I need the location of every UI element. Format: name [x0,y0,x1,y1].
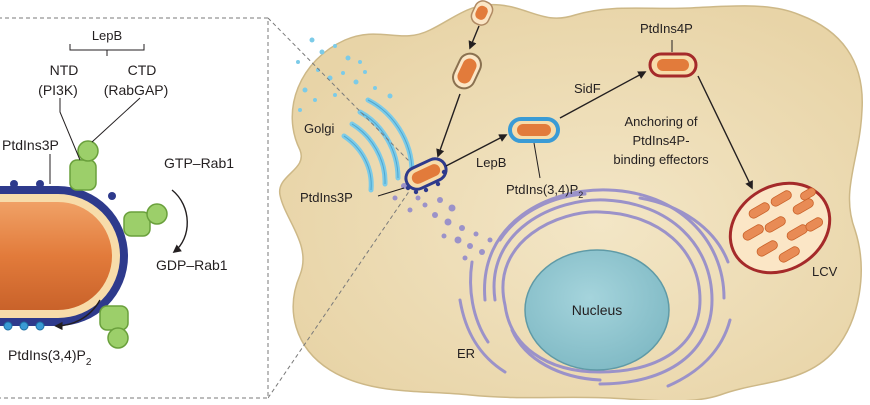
inset-ptdins3p-label: PtdIns3P [2,137,59,153]
inset-lepb-protein-right [123,203,168,237]
er-vesicles [392,183,493,261]
inset-lepb-label: LepB [92,28,122,43]
er-label: ER [457,346,475,361]
inset-gtp-rab1-label: GTP–Rab1 [164,155,234,171]
inset-ntd-label: NTD [50,62,79,78]
cell-ptdins34p2-sub: 2 [578,190,583,200]
inset-pi3k-label: (PI3K) [38,82,78,98]
inset-bacterium [0,186,128,326]
cell-sidf-label: SidF [574,81,601,96]
legionella-containing-vacuole [728,181,832,275]
cell-ptdins34p2-main: PtdIns(3,4)P [506,182,578,197]
nucleus-label: Nucleus [572,302,623,318]
nucleus [524,249,670,371]
inset-ptdins34p2-sub: 2 [86,357,92,368]
cell-ptdins4p-label: PtdIns4P [640,21,693,36]
entering-bacterium [470,0,494,26]
endoplasmic-reticulum [458,188,732,388]
inset-lepb-protein-bottom [99,305,129,349]
anchoring-line-1: Anchoring of [625,114,698,129]
ptdins3p-vacuole [404,157,448,195]
pi3k-conversion-arrow [54,299,101,331]
golgi-label: Golgi [304,121,334,136]
anchoring-line-2: PtdIns4P- [632,133,689,148]
inset-ctd-label: CTD [128,62,157,78]
lcv-label: LCV [812,264,838,279]
ptdins34p2-vacuole [508,117,560,143]
phagosome-early [452,52,482,90]
inset-ptdins34p2-dots [3,321,45,331]
cell-ptdins34p2-label: PtdIns(3,4)P2 [506,182,583,200]
pathway-arrows [436,25,753,190]
inset-ptdins34p2-main: PtdIns(3,4)P [8,347,86,363]
inset-gdp-rab1-label: GDP–Rab1 [156,257,228,273]
inset-domain-lines [49,44,145,184]
inset-rabgap-label: (RabGAP) [104,82,169,98]
rab1-conversion-arrow [171,189,188,254]
inset-content [0,44,188,349]
label-leader-lines [377,40,673,197]
zoom-guide-lines [267,17,411,399]
inset-ptdins3p-dots [10,180,116,200]
inset-lepb-protein-top [69,140,99,191]
anchoring-line-3: binding effectors [613,152,709,167]
inset-ptdins34p2-label: PtdIns(3,4)P2 [8,347,92,368]
cell-ptdins3p-label: PtdIns3P [300,190,353,205]
cell-lepb-label: LepB [476,155,506,170]
ptdins4p-vacuole [648,52,698,78]
